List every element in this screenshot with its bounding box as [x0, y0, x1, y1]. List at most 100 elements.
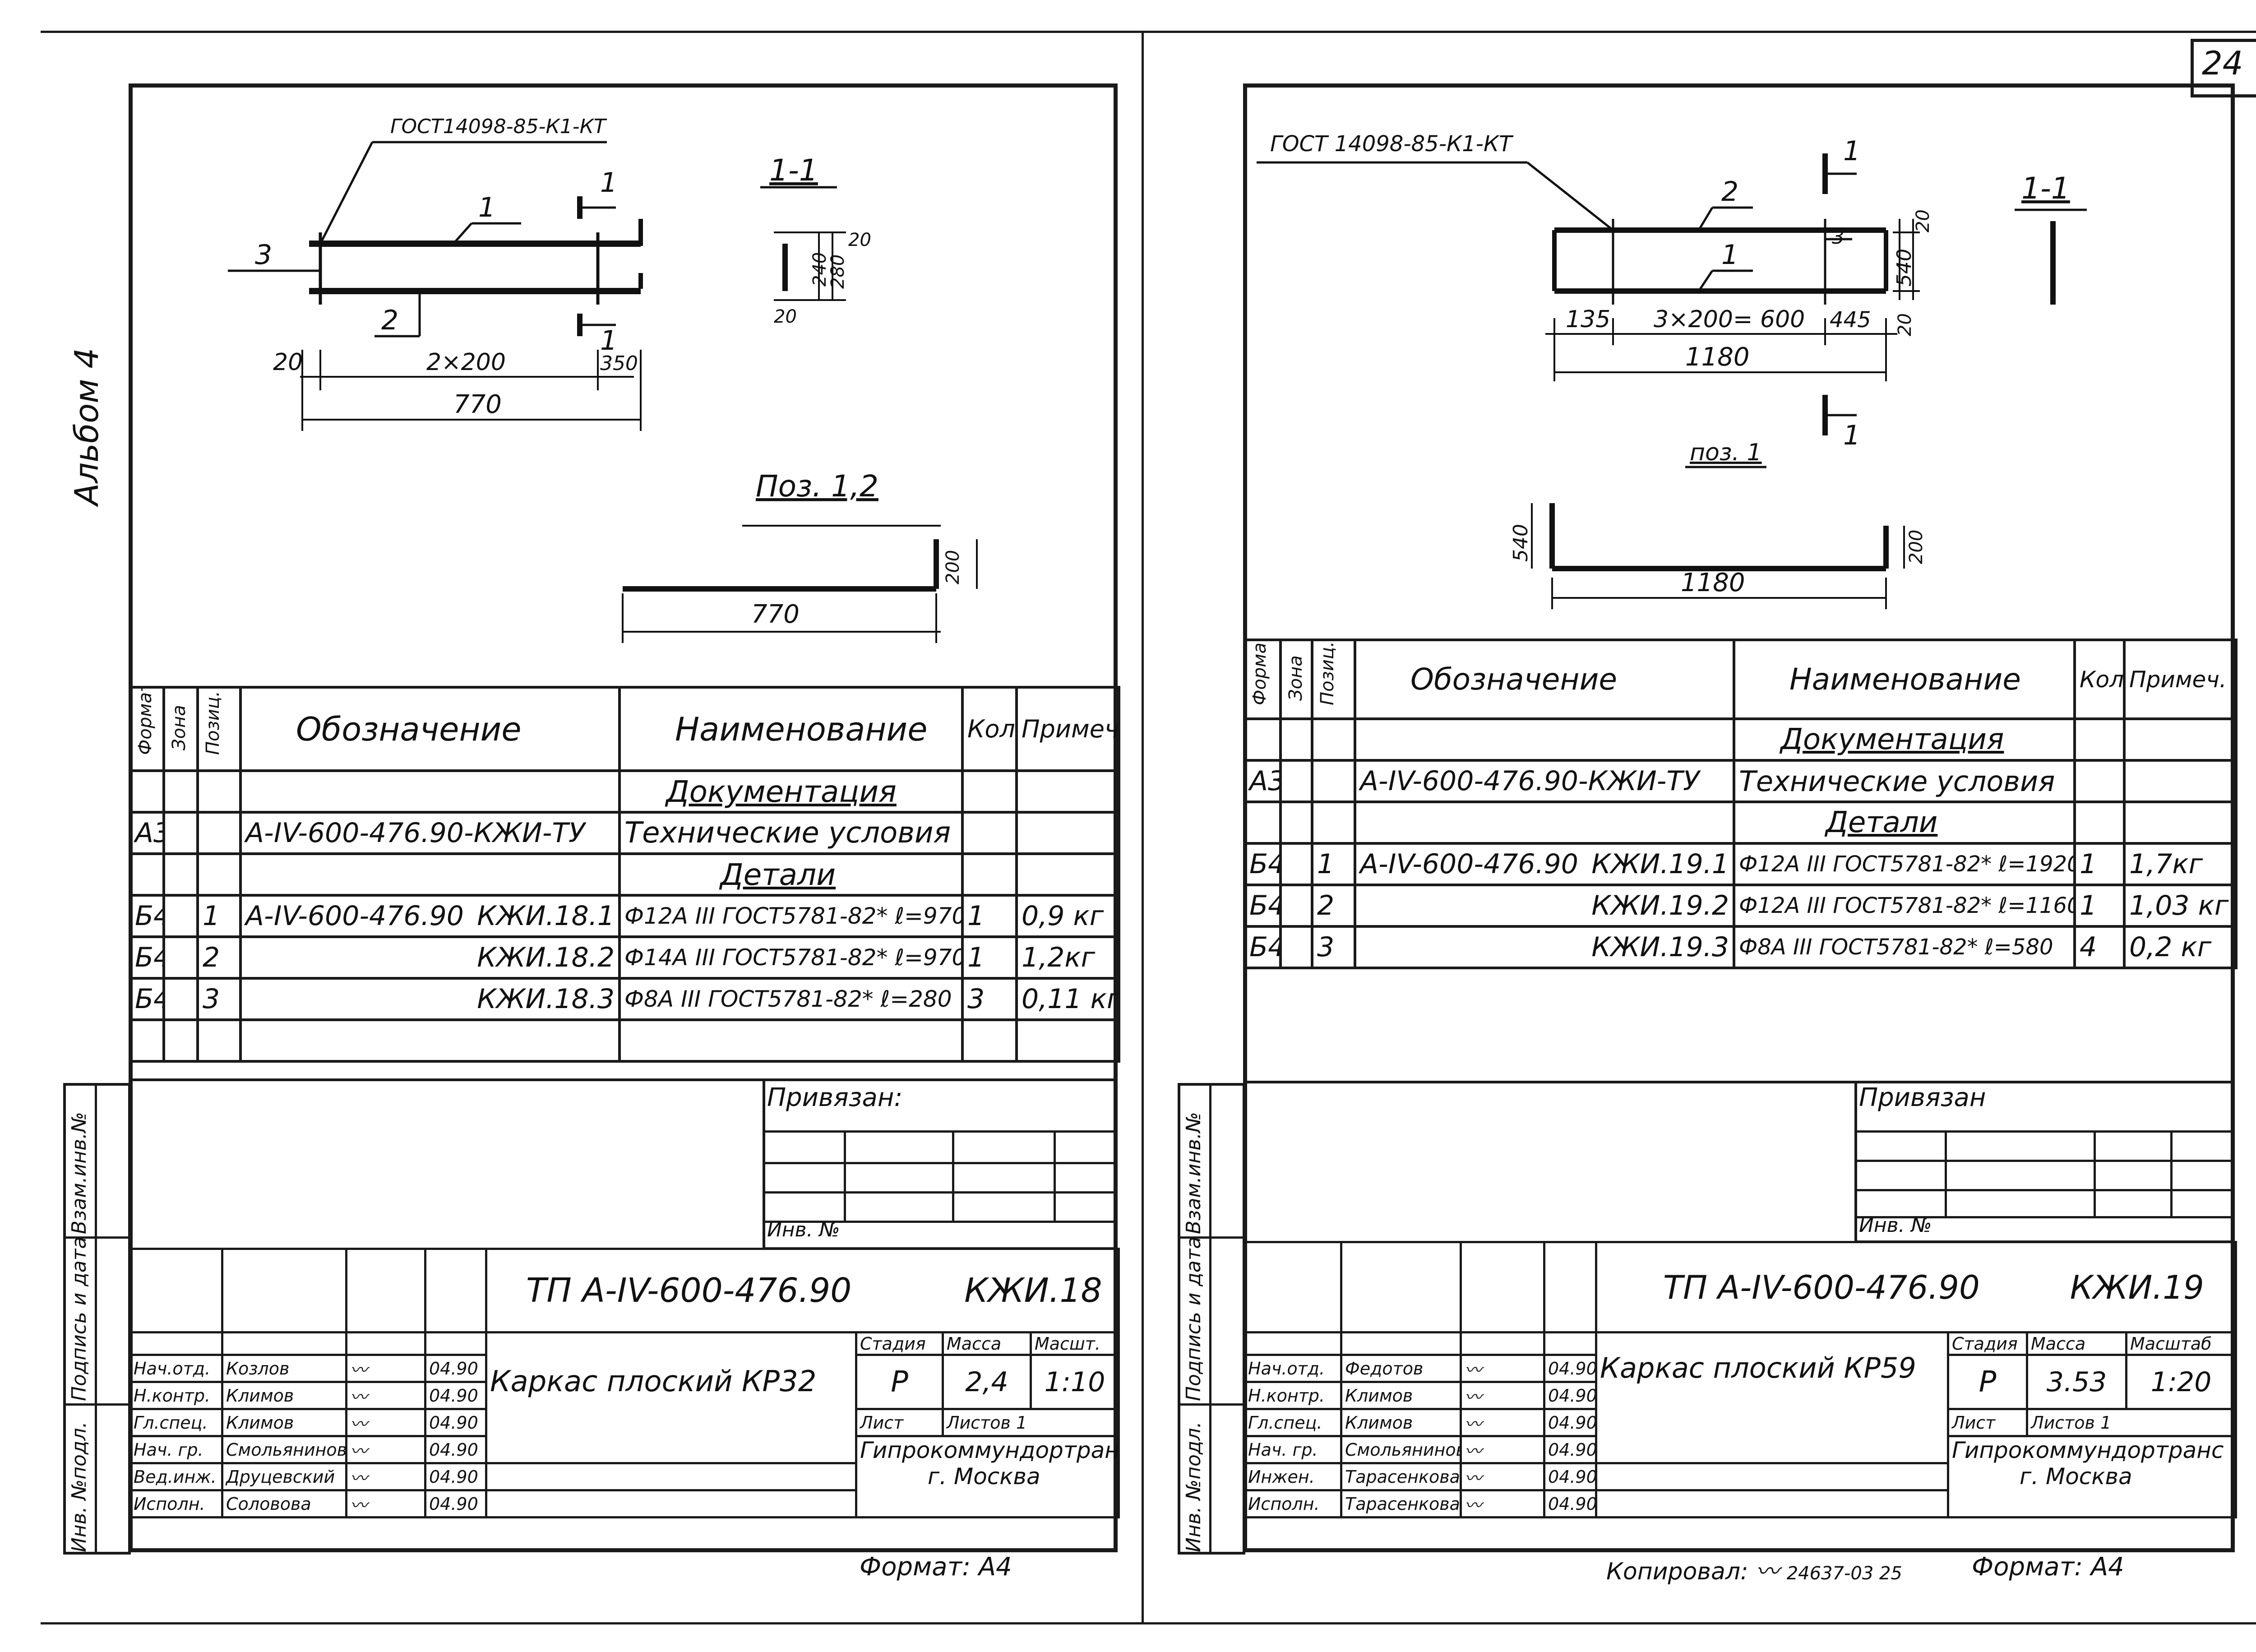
- left-drawing: ГОСТ14098-85-К1-КТ 1 2 3 1 1 20 2×200 35…: [228, 115, 978, 643]
- row-format: Б4: [129, 894, 165, 938]
- left-callout-3: 3: [255, 239, 272, 271]
- table-row[interactable]: Б4 2 КЖИ.19.2 Ф12А III ГОСТ5781-82* ℓ=11…: [1243, 884, 2238, 928]
- right-gost-ref: ГОСТ 14098-85-К1-КТ: [1270, 131, 1514, 157]
- row-qty: 3: [961, 977, 1018, 1021]
- page-number-box: [2191, 39, 2256, 97]
- table-row[interactable]: Б4 3 КЖИ.19.3 Ф8А III ГОСТ5781-82* ℓ=580…: [1243, 925, 2238, 969]
- staff-signature: 〰: [1460, 1354, 1545, 1383]
- staff-date: 04.90: [1543, 1462, 1597, 1491]
- right-city: г. Москва: [2020, 1463, 2132, 1490]
- left-doc-format: А3: [129, 811, 165, 855]
- right-doc-section: Документация: [1733, 717, 2076, 762]
- staff-date: 04.90: [424, 1381, 487, 1410]
- left-cut-label-bottom: 1: [600, 325, 617, 356]
- table-row[interactable]: Б4 3 КЖИ.18.3 Ф8А III ГОСТ5781-82* ℓ=280…: [129, 977, 1120, 1021]
- left-tb-object: Каркас плоский КР32: [485, 1331, 857, 1464]
- row-designation: КЖИ.19.3: [1354, 925, 1735, 969]
- right-dim-1180: 1180: [1685, 342, 1750, 372]
- staff-signature: 〰: [345, 1462, 426, 1491]
- staff-date: 04.90: [424, 1435, 487, 1464]
- row-pos: 2: [1311, 884, 1356, 928]
- staff-date: 04.90: [424, 1354, 487, 1383]
- right-spec-table: Формат Зона Позиц. Обозначение Наименова…: [1243, 639, 2238, 969]
- left-scale-label: Масшт.: [1029, 1331, 1120, 1356]
- hdr-name: Наименование: [618, 686, 964, 772]
- staff-name: Тарасенкова: [1340, 1462, 1462, 1491]
- left-side-inv: Инв. №подл.: [68, 1421, 91, 1552]
- left-org: Гипрокоммундортранс: [860, 1437, 1119, 1464]
- left-doc-designation: А-IV-600-476.90-КЖИ-ТУ: [239, 811, 621, 855]
- hdr-designation: Обозначение: [1354, 639, 1735, 720]
- left-sec-dim-280: 280: [828, 255, 848, 289]
- right-priv-vline3: [2170, 1130, 2173, 1216]
- staff-signature: 〰: [1460, 1462, 1545, 1491]
- right-dim-445: 445: [1830, 307, 1871, 333]
- right-sheets-label: Листов 1: [2025, 1408, 2238, 1437]
- table-row[interactable]: Б4 2 КЖИ.18.2 Ф14А III ГОСТ5781-82* ℓ=97…: [129, 935, 1120, 980]
- left-pos-dim-200: 200: [943, 550, 963, 584]
- staff-role: Инжен.: [1243, 1462, 1342, 1491]
- right-tb-sheet-code: КЖИ.19: [2070, 1268, 2204, 1306]
- staff-role: Исполн.: [129, 1489, 223, 1518]
- staff-signature: 〰: [1460, 1381, 1545, 1410]
- left-side-stamp-mid: [95, 1083, 97, 1555]
- staff-role: Нач.отд.: [1243, 1354, 1342, 1383]
- row-qty: 1: [961, 894, 1018, 938]
- sheet-divider: [1142, 31, 1144, 1624]
- left-pos-dim-770: 770: [751, 600, 800, 629]
- left-dim-20: 20: [273, 349, 303, 376]
- right-mass: 3.53: [2026, 1354, 2127, 1410]
- left-sec-dim-20b: 20: [774, 306, 797, 327]
- left-doc-section: Документация: [618, 769, 964, 814]
- staff-name: Климов: [1340, 1381, 1462, 1410]
- row-name: Ф12А III ГОСТ5781-82* ℓ=1160: [1733, 884, 2076, 928]
- row-qty: 4: [2073, 925, 2126, 969]
- left-sheet-label: Лист: [855, 1408, 944, 1437]
- right-org: Гипрокоммундортранс: [1952, 1437, 2224, 1464]
- right-drawing: ГОСТ 14098-85-К1-КТ 2 1 3 1 1 135 3×200=…: [1257, 131, 2087, 609]
- staff-role: Н.контр.: [1243, 1381, 1342, 1410]
- right-callout-1: 1: [1721, 239, 1738, 271]
- row-qty: 1: [2073, 884, 2126, 928]
- right-pos-dim-1180: 1180: [1681, 568, 1745, 597]
- staff-role: Н.контр.: [129, 1381, 223, 1410]
- left-priv-vline1: [844, 1130, 846, 1221]
- row-note: 1,7кг: [2123, 842, 2238, 886]
- staff-role: Нач. гр.: [1243, 1435, 1342, 1464]
- row-designation: КЖИ.18.3: [239, 977, 621, 1021]
- right-doc-name: Технические условия: [1733, 759, 2076, 803]
- hdr-name: Наименование: [1733, 639, 2076, 720]
- staff-role: Вед.инж.: [129, 1462, 223, 1491]
- left-format: Формат: А4: [860, 1552, 1012, 1582]
- left-dim-770: 770: [453, 390, 502, 419]
- right-format: Формат: А4: [1972, 1552, 2124, 1582]
- row-format: Б4: [1243, 925, 1282, 969]
- staff-signature: 〰: [1460, 1435, 1545, 1464]
- staff-name: Смольянинова: [221, 1435, 347, 1464]
- row-note: 1,03 кг: [2123, 884, 2238, 928]
- left-tb-sheet-code: КЖИ.18: [964, 1271, 1102, 1310]
- left-spec-table: Формат Зона Позиц. Обозначение Наименова…: [129, 686, 1120, 1063]
- right-details-section: Детали: [1733, 801, 2076, 845]
- staff-date: 04.90: [1543, 1435, 1597, 1464]
- staff-name: Климов: [221, 1381, 347, 1410]
- hdr-zone: Зона: [1279, 639, 1313, 720]
- right-priv-line1: [1854, 1130, 2235, 1133]
- left-pos-title: Поз. 1,2: [756, 469, 878, 504]
- right-side-vzam: Взам.инв.№: [1182, 1112, 1205, 1234]
- staff-name: Федотов: [1340, 1354, 1462, 1383]
- staff-role: Гл.спец.: [1243, 1408, 1342, 1437]
- right-bind-top: [1243, 1081, 2235, 1083]
- hdr-format: Формат: [129, 686, 165, 772]
- right-scale-label: Масштаб: [2125, 1331, 2238, 1356]
- left-sec-dim-240: 240: [809, 252, 830, 287]
- hdr-qty: Кол.: [2073, 639, 2126, 720]
- left-priv-vline2: [952, 1130, 954, 1221]
